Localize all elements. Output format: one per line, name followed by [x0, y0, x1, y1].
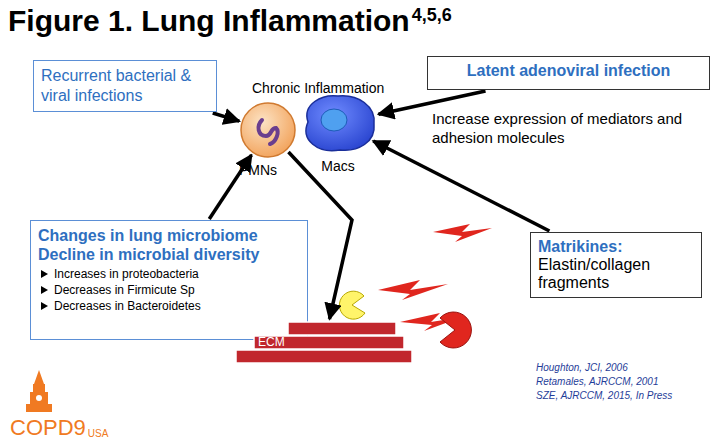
- arrow-connector: [373, 141, 549, 231]
- box-text: Recurrent bacterial & viral infections: [41, 66, 209, 106]
- protease: [339, 291, 365, 319]
- bullet-arrow: [41, 302, 48, 310]
- box-text: Elastin/collagen fragments: [538, 256, 694, 292]
- cell-label: ECM: [258, 336, 285, 349]
- cell-label: Macs: [278, 158, 398, 174]
- logo-tower: [26, 370, 52, 412]
- box-text: Changes in lung microbiome Decline in mi…: [38, 226, 300, 264]
- protease: [440, 312, 471, 348]
- source-box: Changes in lung microbiome Decline in mi…: [30, 220, 308, 340]
- box-text: Latent adenoviral infection: [435, 62, 702, 80]
- ecm-bars: ECM: [236, 320, 412, 366]
- logo-text: COPD9: [10, 414, 86, 442]
- bullet-item: Decreases in Firmicute Sp: [38, 283, 300, 299]
- logo-text: USA: [88, 428, 109, 441]
- box-heading: Matrikines:: [538, 238, 694, 256]
- bullet-item: Decreases in Bacteroidetes: [38, 299, 300, 315]
- cell-label: PMNs: [210, 162, 306, 178]
- reference-superscript: 4,5,6: [412, 4, 452, 27]
- annotation-text: Increase expression of mediators and adh…: [432, 110, 714, 148]
- arrow-connector: [213, 113, 240, 121]
- pmn-cell: PMNs: [240, 102, 296, 158]
- bullet-arrow: [41, 270, 48, 278]
- source-box: Matrikines:Elastin/collagen fragments: [530, 232, 702, 298]
- macrophage-cell: Macs: [298, 92, 378, 154]
- reference: Retamales, AJRCCM, 2001: [536, 376, 658, 389]
- source-box: Latent adenoviral infection: [427, 56, 710, 90]
- group-label: Chronic Inflammation: [252, 80, 384, 98]
- reference: SZE, AJRCCM, 2015, In Press: [536, 390, 672, 403]
- reference: Houghton, JCI, 2006: [536, 362, 628, 375]
- macrophage-cell-shape: [298, 92, 378, 154]
- pmn-cell-shape: [240, 102, 296, 158]
- figure-title: Figure 1. Lung Inflammation: [8, 4, 410, 38]
- source-box: Recurrent bacterial & viral infections: [33, 60, 217, 112]
- bullet-arrow: [41, 286, 48, 294]
- bullet-item: Increases in proteobacteria: [38, 267, 300, 283]
- fragment-bolt: [378, 224, 492, 331]
